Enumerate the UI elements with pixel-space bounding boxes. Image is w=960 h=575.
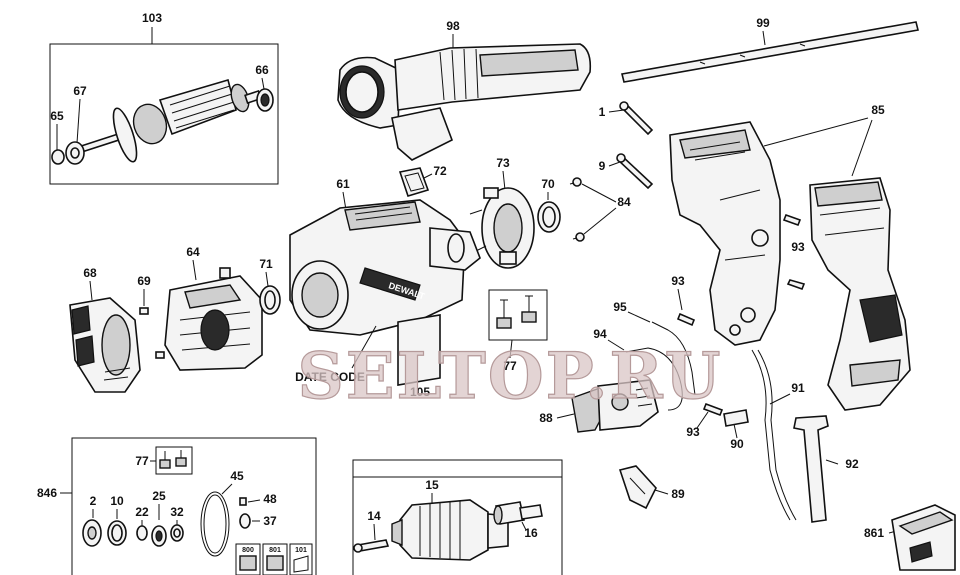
date-code-label: DATE CODE: [295, 370, 365, 384]
gear-housing-61: DEWALT: [289, 199, 481, 336]
label-14: 14: [367, 509, 381, 523]
kit-cards: [235, 543, 313, 575]
brushes-box-77: [488, 289, 548, 341]
label-85: 85: [871, 103, 885, 117]
housing-left-85: [669, 121, 781, 346]
label-98: 98: [446, 19, 460, 33]
label-70: 70: [541, 177, 555, 191]
label-90: 90: [730, 437, 744, 451]
label-103: 103: [142, 11, 162, 25]
wire-94: [625, 347, 683, 411]
label-9: 9: [599, 159, 606, 173]
armature-box: [49, 43, 279, 185]
switch-88: [571, 379, 659, 433]
label-92: 92: [845, 457, 859, 471]
label-88: 88: [539, 411, 553, 425]
screw-93c: [702, 402, 724, 417]
pin-48: [239, 497, 247, 506]
label-1: 1: [599, 105, 606, 119]
armature-part: [80, 79, 262, 163]
adapter-16: [493, 501, 543, 525]
label-61: 61: [336, 177, 350, 191]
label-2: 2: [90, 494, 97, 508]
label-73: 73: [496, 156, 510, 170]
label-94: 94: [593, 327, 607, 341]
label-32: 32: [170, 505, 184, 519]
brushes-box-77b: [155, 446, 193, 475]
label-64: 64: [186, 245, 200, 259]
label-68: 68: [83, 266, 97, 280]
side-handle-98: [337, 43, 592, 161]
screw-93b: [676, 312, 696, 327]
brushes-77: [496, 295, 537, 329]
washer-65: [51, 149, 65, 165]
label-69: 69: [137, 274, 151, 288]
ring-37: [239, 513, 251, 529]
label-77a: 77: [503, 359, 517, 373]
chuck-15: [391, 499, 509, 561]
label-72: 72: [433, 164, 447, 178]
chuck-kit-box: [352, 459, 563, 575]
pad-69a: [139, 307, 149, 315]
label-105: 105: [410, 385, 430, 399]
label-37: 37: [263, 514, 277, 528]
label-67: 67: [73, 84, 87, 98]
label-16: 16: [524, 526, 538, 540]
label-10: 10: [110, 494, 124, 508]
depth-rod-99: [621, 21, 919, 83]
label-101: 101: [295, 547, 307, 554]
clip-72: [398, 167, 430, 197]
label-801: 801: [269, 547, 281, 554]
housing-right-85: [809, 177, 911, 411]
label-93c: 93: [686, 425, 700, 439]
field-64: [164, 267, 263, 371]
oring-45: [200, 491, 230, 557]
screws-93a: [782, 213, 806, 291]
cable-protector-92: [793, 415, 829, 523]
label-89: 89: [671, 487, 685, 501]
label-91: 91: [791, 381, 805, 395]
label-65: 65: [50, 109, 64, 123]
label-25: 25: [152, 489, 166, 503]
label-846: 846: [37, 486, 57, 500]
label-93a: 93: [791, 240, 805, 254]
label-71: 71: [259, 257, 273, 271]
label-84: 84: [617, 195, 631, 209]
cable-91: [751, 349, 791, 521]
carry-case-861: [891, 504, 956, 571]
end-cap-68: [69, 297, 141, 393]
label-95: 95: [613, 300, 627, 314]
label-plate-105: [397, 314, 441, 386]
gear-kit-box-846: [71, 437, 317, 575]
clip-90: [723, 409, 749, 427]
label-99: 99: [756, 16, 770, 30]
label-77b: 77: [135, 454, 149, 468]
label-45: 45: [230, 469, 244, 483]
label-800: 800: [242, 547, 254, 554]
watermark: SELTOP.RU: [298, 339, 723, 414]
pad-69b: [155, 351, 165, 359]
ring-22: [136, 525, 148, 541]
label-93b: 93: [671, 274, 685, 288]
label-861: 861: [864, 526, 884, 540]
screws-84: [569, 177, 585, 242]
label-22: 22: [135, 505, 149, 519]
brush-holder-73: [469, 187, 535, 269]
label-15: 15: [425, 478, 439, 492]
label-48: 48: [263, 492, 277, 506]
label-66: 66: [255, 63, 269, 77]
wire-95: [651, 321, 696, 396]
